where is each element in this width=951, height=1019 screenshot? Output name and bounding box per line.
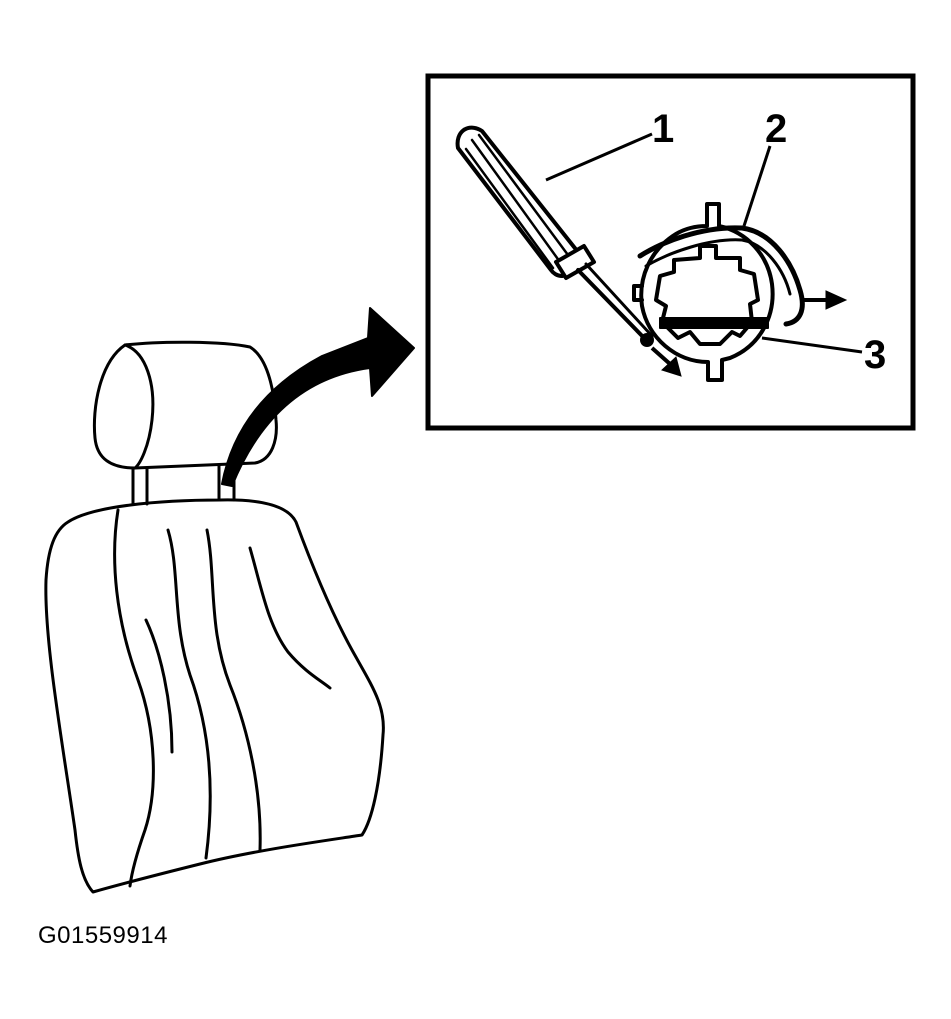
seat-back-icon <box>44 340 385 894</box>
pry-arrow-icon <box>650 346 682 377</box>
seat-seam-1 <box>166 528 212 860</box>
seat-seam-4 <box>144 618 174 754</box>
callout-1: 1 <box>652 107 674 151</box>
screwdriver-shaft <box>576 268 650 344</box>
seat-back-outline <box>44 498 385 894</box>
seat-seam-2 <box>205 528 262 852</box>
callout-2: 2 <box>765 107 787 151</box>
guide-clip <box>637 225 805 327</box>
seat-seam-3 <box>248 546 332 690</box>
detail-inset: 1 2 3 <box>425 73 916 431</box>
leader-line-1 <box>545 132 653 182</box>
figure-id-label: G01559914 <box>38 922 168 949</box>
leader-line-2 <box>742 145 772 227</box>
curved-arrow-icon <box>221 307 415 487</box>
screwdriver-icon <box>455 125 654 347</box>
guide-outer-ring <box>639 202 775 382</box>
headrest-guide-icon <box>632 202 805 382</box>
release-arrow-icon <box>800 290 848 310</box>
leader-line-3 <box>761 336 863 354</box>
headrest-cushion <box>92 340 278 470</box>
guide-inner-opening <box>654 244 760 346</box>
guide-latch-bar <box>659 317 769 329</box>
headrest-front-edge <box>123 343 155 470</box>
callout-3: 3 <box>864 333 886 377</box>
seat-front-edge <box>113 508 155 888</box>
leader-lines <box>545 132 863 354</box>
